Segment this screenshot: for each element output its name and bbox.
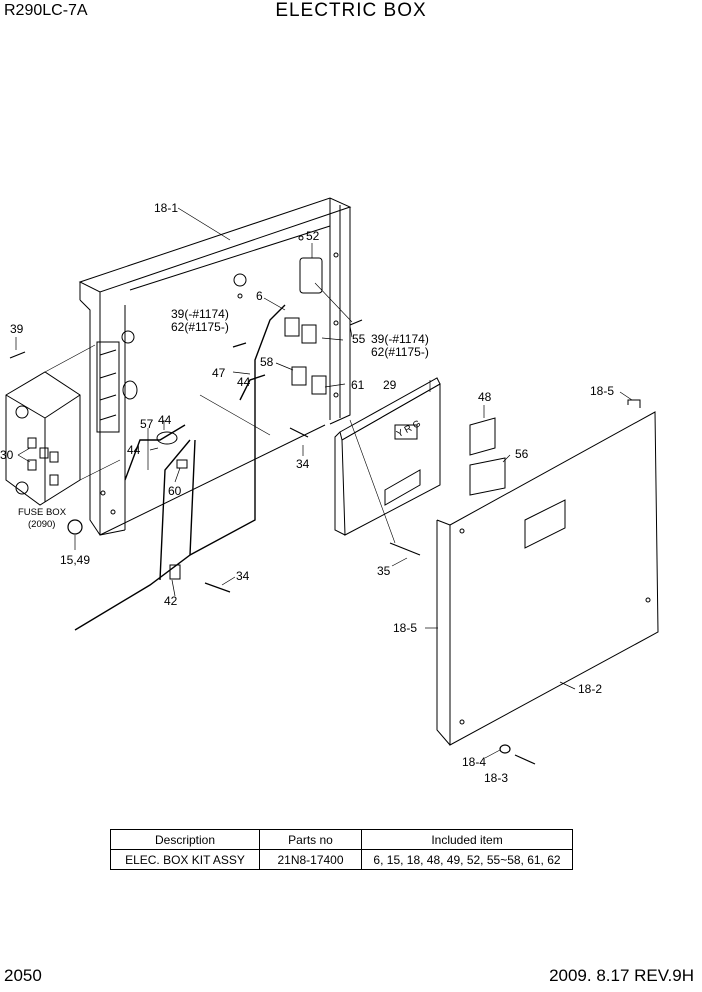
callout-34-b: 34 [236,569,250,583]
callout-30: 30 [0,448,14,462]
label-48 [469,417,496,456]
callout-44-b: 44 [158,413,172,427]
table-row: ELEC. BOX KIT ASSY 21N8-17400 6, 15, 18,… [110,849,573,870]
callout-6: 6 [256,289,263,303]
table-header-row: Description Parts no Included item [110,829,573,850]
callout-39: 39 [10,322,24,336]
callout-44-c: 44 [127,443,141,457]
callout-42: 42 [164,594,178,608]
callout-55: 55 [352,332,366,346]
callout-29: 29 [383,378,397,392]
kit-table: Description Parts no Included item ELEC.… [110,829,573,870]
callout-58: 58 [260,355,274,369]
callout-39-b: 39(-#1174) [371,332,429,346]
relay-55 [301,324,317,344]
controller-29 [334,377,441,536]
table-cell: 21N8-17400 [259,849,362,870]
callout-61: 61 [351,378,365,392]
relay-61 [311,375,327,395]
callout-56: 56 [515,447,529,461]
callout-44-a: 44 [237,375,251,389]
label-56 [469,457,506,496]
callout-18-4: 18-4 [462,755,486,769]
table-header: Included item [361,829,573,850]
callout-62-a: 62(#1175-) [171,320,229,334]
callout-18-1: 18-1 [154,201,178,215]
revision-date: 2009. 8.17 REV.9H [549,966,694,985]
controller-led-letters: Y R G [395,418,423,440]
fuse-box [5,371,81,506]
cover-18-2 [436,399,659,746]
callout-57: 57 [140,417,154,431]
callout-15-49: 15,49 [60,553,90,567]
page-number: 2050 [4,966,42,985]
fuse-box-label: FUSE BOX [18,507,67,518]
table-header: Description [110,829,260,850]
electric-box-housing [78,197,352,536]
model-label: R290LC-7A [4,2,88,19]
callout-62-b: 62(#1175-) [371,345,429,359]
page-title: ELECTRIC BOX [275,0,427,21]
table-cell: 6, 15, 18, 48, 49, 52, 55~58, 61, 62 [361,849,573,870]
callout-35: 35 [377,564,391,578]
table-cell: ELEC. BOX KIT ASSY [110,849,260,870]
relay-52 [299,257,323,294]
callout-39-a: 39(-#1174) [171,307,229,321]
callout-18-2: 18-2 [578,682,602,696]
callout-18-5-a: 18-5 [590,384,614,398]
table-header: Parts no [259,829,362,850]
callout-18-3: 18-3 [484,771,508,785]
callout-34-a: 34 [296,457,310,471]
fuse-box-code: (2090) [28,519,55,530]
callout-48: 48 [478,390,492,404]
callout-52: 52 [306,229,320,243]
callout-47: 47 [212,366,226,380]
callout-60: 60 [168,484,182,498]
bolts [9,319,536,765]
relay-58 [291,366,307,386]
callout-18-5-b: 18-5 [393,621,417,635]
